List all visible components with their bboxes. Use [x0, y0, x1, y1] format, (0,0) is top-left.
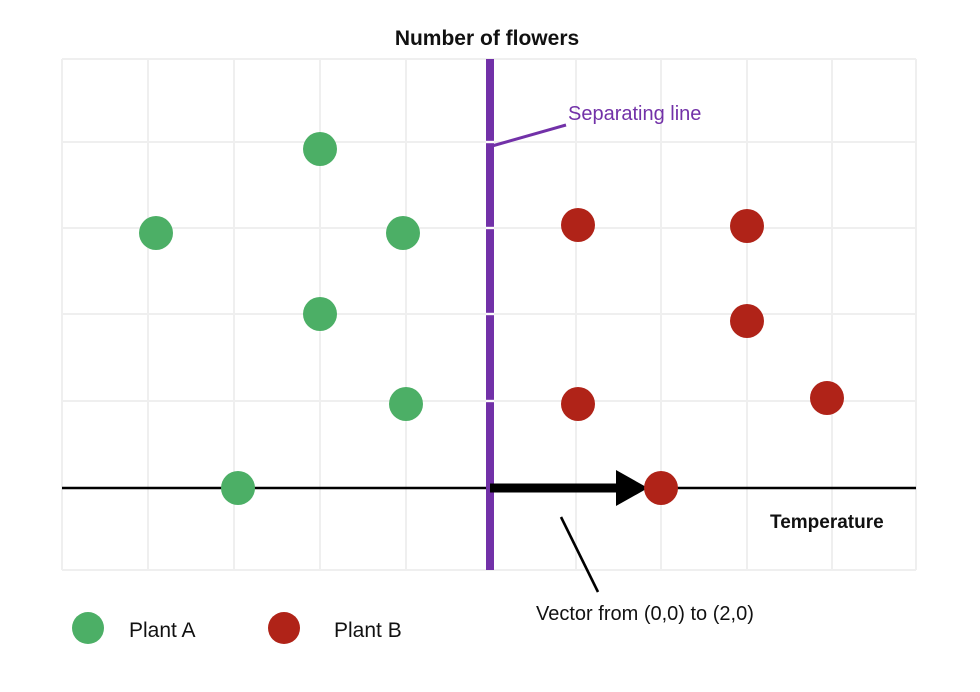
data-point: [139, 216, 173, 250]
data-point: [644, 471, 678, 505]
series-plant-b-markers: [561, 208, 844, 505]
data-point: [730, 209, 764, 243]
vector-leader: [559, 516, 600, 593]
legend-swatch-plant-a: [72, 612, 104, 644]
separating-line-annotation: Separating line: [568, 103, 701, 125]
data-point: [561, 387, 595, 421]
separating-line-gridline-nicks: [486, 140, 494, 403]
vector-annotation: Vector from (0,0) to (2,0): [536, 603, 754, 625]
data-point: [303, 132, 337, 166]
x-axis-label: Temperature: [770, 512, 884, 533]
legend-label-plant-b: Plant B: [334, 619, 402, 642]
data-point: [303, 297, 337, 331]
data-point: [389, 387, 423, 421]
data-point: [730, 304, 764, 338]
legend-label-plant-a: Plant A: [129, 619, 196, 642]
data-point: [810, 381, 844, 415]
vector-arrow: [490, 470, 648, 506]
separating-line-leader: [491, 123, 567, 148]
data-point: [561, 208, 595, 242]
chart-title: Number of flowers: [395, 27, 579, 50]
series-plant-a-markers: [139, 132, 423, 505]
legend-swatch-plant-b: [268, 612, 300, 644]
data-point: [221, 471, 255, 505]
data-point: [386, 216, 420, 250]
